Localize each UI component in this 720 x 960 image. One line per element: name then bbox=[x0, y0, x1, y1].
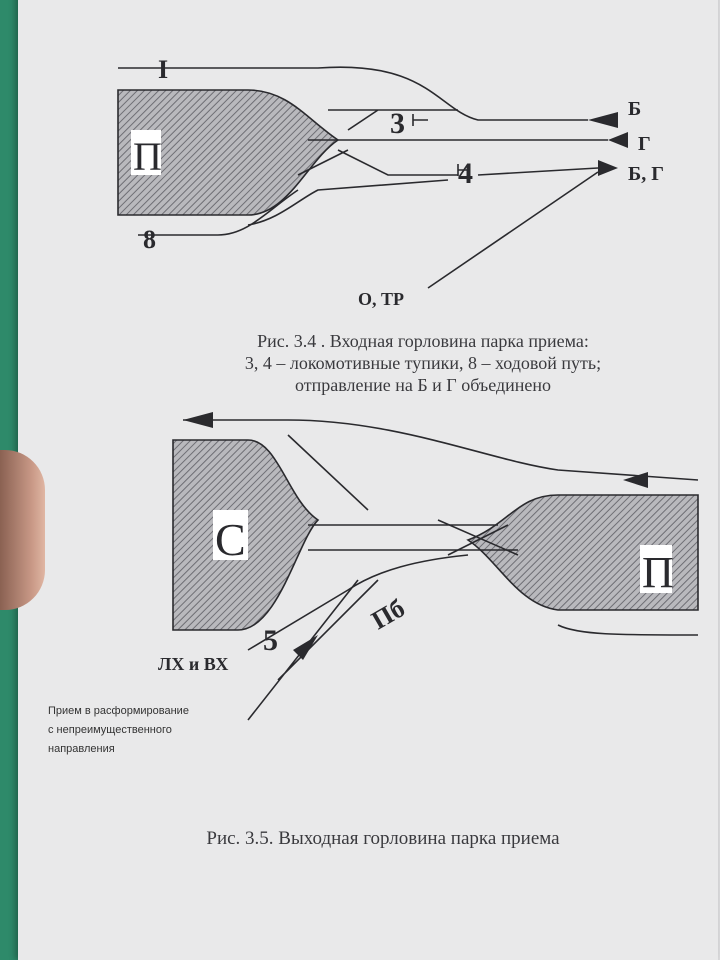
label-track-1: I bbox=[158, 55, 168, 84]
label-track-pb: Пб bbox=[367, 593, 410, 635]
label-dir-bg: Б, Г bbox=[628, 163, 664, 185]
label-dir-otr: О, ТР bbox=[358, 289, 404, 309]
label-dead-end-4: 4 bbox=[458, 157, 473, 190]
note-line: с непреимущественного bbox=[48, 724, 172, 736]
label-park-p-2: П bbox=[642, 548, 674, 597]
label-dead-end-3: 3 bbox=[390, 107, 405, 140]
label-track-8: 8 bbox=[143, 225, 156, 254]
finger bbox=[0, 450, 45, 610]
reception-note: Прием в расформирование с непреимуществе… bbox=[48, 702, 228, 759]
figure-3-4-diagram: I П 3 4 8 Б Г Б, Г О, ТР С П 5 Пб ЛХ и В… bbox=[117, 55, 699, 721]
label-dir-b: Б bbox=[628, 98, 641, 120]
label-park-p: П bbox=[133, 134, 162, 179]
label-lh-vh: ЛХ и ВХ bbox=[158, 654, 228, 674]
textbook-page: I П 3 4 8 Б Г Б, Г О, ТР С П 5 Пб ЛХ и В… bbox=[18, 0, 718, 960]
label-dir-g: Г bbox=[638, 133, 651, 155]
label-sort-yard-c: С bbox=[215, 514, 246, 565]
note-line: направления bbox=[48, 743, 115, 755]
figure-3-5-caption: Рис. 3.5. Выходная горловина парка прием… bbox=[206, 828, 560, 849]
caption-line: Рис. 3.4 . Входная горловина парка прием… bbox=[257, 331, 589, 351]
caption-line: отправление на Б и Г объединено bbox=[294, 375, 552, 395]
caption-line: 3, 4 – локомотивные тупики, 8 – ходовой … bbox=[244, 353, 602, 373]
figure-3-4-caption: Рис. 3.4 . Входная горловина парка прием… bbox=[188, 330, 658, 396]
note-line: Прием в расформирование bbox=[48, 705, 189, 717]
label-track-5: 5 bbox=[263, 624, 278, 657]
